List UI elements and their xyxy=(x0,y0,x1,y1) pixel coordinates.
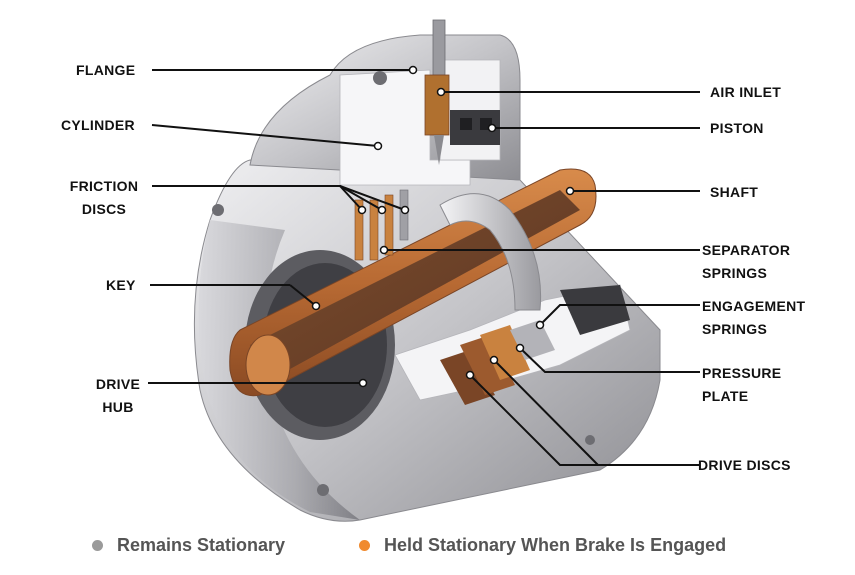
leader-drive-discs xyxy=(469,374,700,466)
label-air-inlet: AIR INLET xyxy=(710,84,782,100)
label-drive-hub-line2: HUB xyxy=(102,399,134,415)
label-pressure-plate-line1: PRESSURE xyxy=(702,365,782,381)
discs-group xyxy=(354,189,555,405)
label-drive-discs: DRIVE DISCS xyxy=(698,457,791,473)
leader-engagement-springs xyxy=(539,304,700,326)
legend-stationary: Remains Stationary xyxy=(92,532,285,558)
label-piston: PISTON xyxy=(710,120,764,136)
label-shaft: SHAFT xyxy=(710,184,759,200)
label-friction-discs-line2: DISCS xyxy=(81,201,127,217)
label-cylinder: CYLINDER xyxy=(61,117,135,133)
label-key: KEY xyxy=(106,277,136,293)
label-pressure-plate-line2: PLATE xyxy=(702,388,749,404)
label-friction-discs-line1: FRICTION xyxy=(69,178,139,194)
stationary-dot-icon xyxy=(92,539,103,551)
label-engagement-springs-line2: SPRINGS xyxy=(702,321,768,337)
legend-held-text: Held Stationary When Brake Is Engaged xyxy=(384,534,727,555)
held-dot-icon xyxy=(359,539,370,551)
label-separator-springs-line2: SPRINGS xyxy=(702,265,768,281)
air-inlet-fitting xyxy=(424,19,450,165)
label-flange: FLANGE xyxy=(76,62,136,78)
leader-cylinder xyxy=(151,124,379,147)
leader-pressure-plate xyxy=(519,347,700,373)
label-drive-hub-line1: DRIVE xyxy=(95,376,141,392)
bearing-ring xyxy=(439,193,542,311)
leader-dots xyxy=(311,65,575,388)
leader-lines xyxy=(148,69,700,466)
label-engagement-springs-line1: ENGAGEMENT xyxy=(702,298,806,314)
legend-stationary-text: Remains Stationary xyxy=(117,534,286,555)
legend-held: Held Stationary When Brake Is Engaged xyxy=(359,532,726,558)
label-separator-springs-line1: SEPARATOR xyxy=(702,242,791,258)
